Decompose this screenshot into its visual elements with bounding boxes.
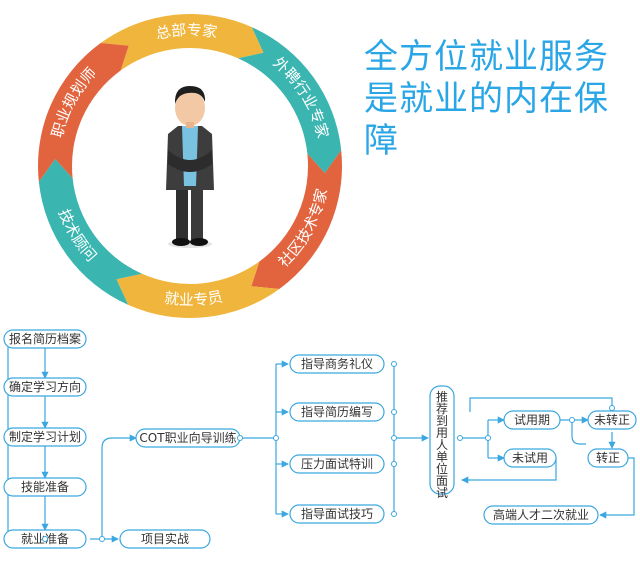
regular-node: 转正 (587, 448, 629, 468)
step-5-label: 就业准备 (21, 532, 69, 546)
connector-dot (391, 461, 397, 467)
consultant-figure-icon (166, 86, 214, 248)
guide-2-node: 指导简历编写 (289, 402, 385, 422)
trial-period-node: 试用期 (503, 410, 561, 430)
ring-segment (38, 158, 143, 305)
connector-dot (273, 435, 279, 441)
trial-period-label: 试用期 (514, 412, 550, 427)
connector-dot (457, 435, 463, 441)
project-practice-label: 项目实战 (141, 531, 189, 546)
guide-1-label: 指导商务礼仪 (301, 356, 373, 371)
connector-dot (99, 536, 105, 542)
connector-dot (42, 536, 48, 542)
step-1-label: 报名简历档案 (9, 331, 81, 346)
connector-dot (609, 405, 615, 411)
guide-2-label: 指导简历编写 (301, 404, 373, 419)
not-regular-label: 未转正 (594, 412, 630, 427)
not-regular-node: 未转正 (587, 410, 637, 430)
ring-segment (38, 43, 129, 182)
regular-label: 转正 (596, 450, 620, 465)
connector-dot (391, 361, 397, 367)
connector-dot (569, 417, 575, 423)
career-second-node: 高端人才二次就业 (483, 505, 599, 525)
step-4-label: 技能准备 (21, 480, 69, 494)
ring-segment (116, 261, 280, 319)
step-5-node: 就业准备 (3, 529, 87, 549)
step-3-label: 制定学习计划 (9, 429, 81, 444)
ring-segment (237, 27, 342, 174)
guide-4-node: 指导面试技巧 (289, 504, 385, 524)
cot-training-label: COT职业向导训练 (139, 430, 236, 445)
connector-dot (391, 409, 397, 415)
connector-dot (237, 435, 243, 441)
guide-4-label: 指导面试技巧 (301, 506, 373, 521)
recommend-node: 推荐到用人单位面试 (429, 385, 455, 500)
step-2-node: 确定学习方向 (3, 377, 87, 397)
career-second-label: 高端人才二次就业 (493, 507, 589, 522)
not-hired-label: 未试用 (512, 450, 548, 465)
connector-dot (391, 435, 397, 441)
guide-3-node: 压力面试特训 (289, 454, 385, 474)
step-2-label: 确定学习方向 (9, 379, 81, 394)
cot-training-node: COT职业向导训练 (135, 428, 241, 448)
project-practice-node: 项目实战 (119, 529, 211, 549)
headline: 全方位就业服务是就业的内在保障 (364, 37, 609, 161)
not-hired-node: 未试用 (503, 448, 557, 468)
guide-3-label: 压力面试特训 (301, 456, 373, 471)
connector-dot (485, 435, 491, 441)
ring-segment (251, 150, 342, 289)
recommend-label: 推荐到用人单位面试 (436, 390, 448, 500)
guide-1-node: 指导商务礼仪 (289, 354, 385, 374)
connector-dot (391, 511, 397, 517)
ring-segment (100, 13, 264, 71)
step-3-node: 制定学习计划 (3, 427, 87, 447)
step-4-node: 技能准备 (3, 477, 87, 497)
ring-label: 就业专员 (163, 287, 224, 309)
step-1-node: 报名简历档案 (3, 329, 87, 349)
